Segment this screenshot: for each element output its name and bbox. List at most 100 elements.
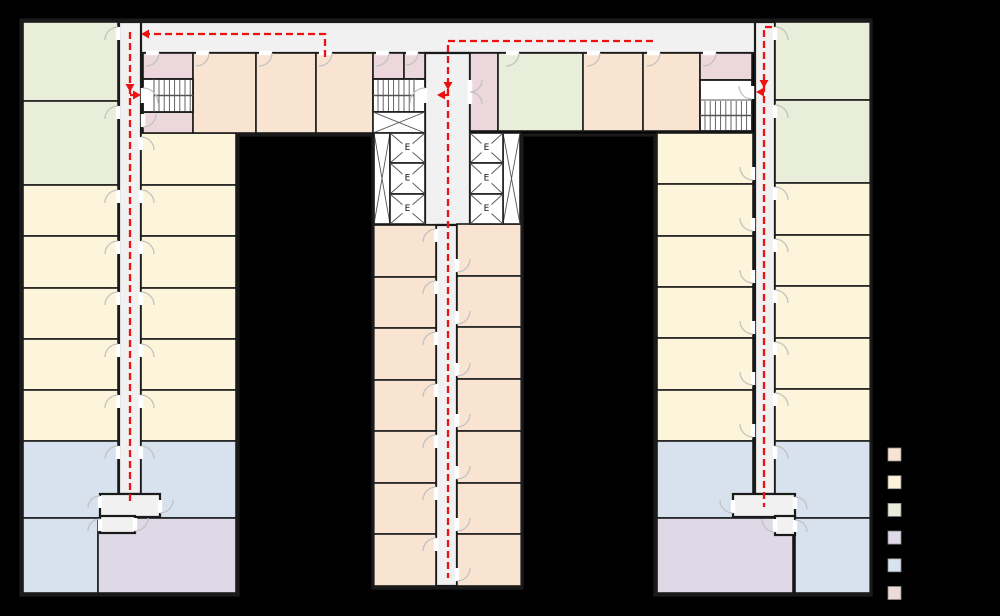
room-peach (456, 533, 523, 587)
doors-layer (87, 26, 808, 582)
door-swing-arc (738, 85, 753, 100)
door (738, 85, 755, 100)
door-swing-arc (140, 291, 155, 306)
door-gap (132, 518, 138, 531)
door-swing-arc (375, 52, 390, 67)
door (772, 392, 789, 407)
door-gap (750, 424, 756, 437)
door-swing-arc (87, 495, 101, 509)
room-peach (582, 52, 644, 132)
door-swing-arc (104, 291, 119, 306)
door-gap (772, 105, 778, 118)
entrance-vestibule (773, 514, 797, 537)
elevator-label: E (484, 174, 490, 184)
door-gap (115, 106, 121, 119)
escape-route-line (762, 25, 772, 507)
door (195, 50, 210, 67)
room-green (22, 21, 119, 102)
door-gap (138, 137, 144, 150)
door (140, 113, 157, 128)
door (138, 394, 155, 409)
room-cream (140, 338, 237, 391)
door-swing-arc (456, 567, 471, 582)
room-peach (456, 430, 523, 484)
door-gap (196, 50, 209, 56)
door-swing-arc (140, 445, 155, 460)
door (422, 486, 439, 501)
door-swing-arc (719, 499, 734, 514)
staircase (699, 79, 753, 132)
elevator-label: E (484, 204, 490, 214)
room-peach (456, 223, 523, 277)
door-swing-arc (140, 189, 155, 204)
door-gap (433, 487, 439, 500)
door-gap (433, 332, 439, 345)
door-swing-arc (104, 445, 119, 460)
door (375, 50, 390, 67)
door (772, 289, 789, 304)
building-outline (19, 18, 873, 597)
door-gap (138, 292, 144, 305)
door-swing-arc (774, 26, 789, 41)
door-gap (454, 363, 460, 376)
door (739, 371, 756, 386)
door (422, 280, 439, 295)
door-swing-arc (318, 52, 333, 67)
door-swing-arc (456, 362, 471, 377)
door-gap (749, 86, 755, 99)
door-swing-arc (104, 105, 119, 120)
door-swing-arc (140, 394, 155, 409)
door-gap (259, 50, 272, 56)
elevator-label: E (405, 143, 411, 153)
door-swing-arc (422, 383, 437, 398)
door-gap (454, 311, 460, 324)
door-gap (506, 50, 519, 56)
door (454, 258, 471, 273)
door-gap (157, 500, 163, 513)
door-swing-arc (409, 87, 426, 104)
legend (887, 447, 902, 600)
room-pink (403, 52, 426, 80)
legend-swatch (887, 447, 902, 462)
door-gap (433, 538, 439, 551)
door-swing-arc (774, 104, 789, 119)
door-gap (750, 270, 756, 283)
room-cream (22, 389, 119, 442)
door (104, 394, 121, 409)
escape-route-arrow-down (125, 84, 135, 92)
door-gap (647, 50, 660, 56)
shaft-cross (502, 132, 521, 225)
door-gap (433, 229, 439, 242)
room-cream (774, 388, 872, 442)
door (138, 189, 155, 204)
door (467, 91, 483, 105)
room-cream (656, 286, 754, 339)
room-cream (140, 389, 237, 442)
staircase (142, 78, 194, 113)
door (772, 238, 789, 253)
room-purple (656, 517, 794, 594)
escape-route-line (446, 39, 653, 578)
elevator-label: E (405, 174, 411, 184)
room-green (22, 100, 119, 186)
door-swing-arc (774, 186, 789, 201)
door (792, 496, 808, 510)
door-swing-arc (104, 26, 119, 41)
door-swing-arc (104, 394, 119, 409)
elevator-cab: E (389, 162, 426, 195)
door-swing-arc (469, 91, 483, 105)
room-cream (140, 132, 237, 186)
door-swing-arc (422, 228, 437, 243)
door (454, 465, 471, 480)
room-cream (774, 285, 872, 339)
door-swing-arc (774, 341, 789, 356)
door (138, 136, 155, 151)
door-swing-arc (586, 52, 601, 67)
elevator-label: E (405, 204, 411, 214)
room-cream (140, 235, 237, 289)
door-gap (454, 518, 460, 531)
door-swing-arc (140, 343, 155, 358)
door-swing-arc (104, 343, 119, 358)
door-swing-arc (456, 413, 471, 428)
